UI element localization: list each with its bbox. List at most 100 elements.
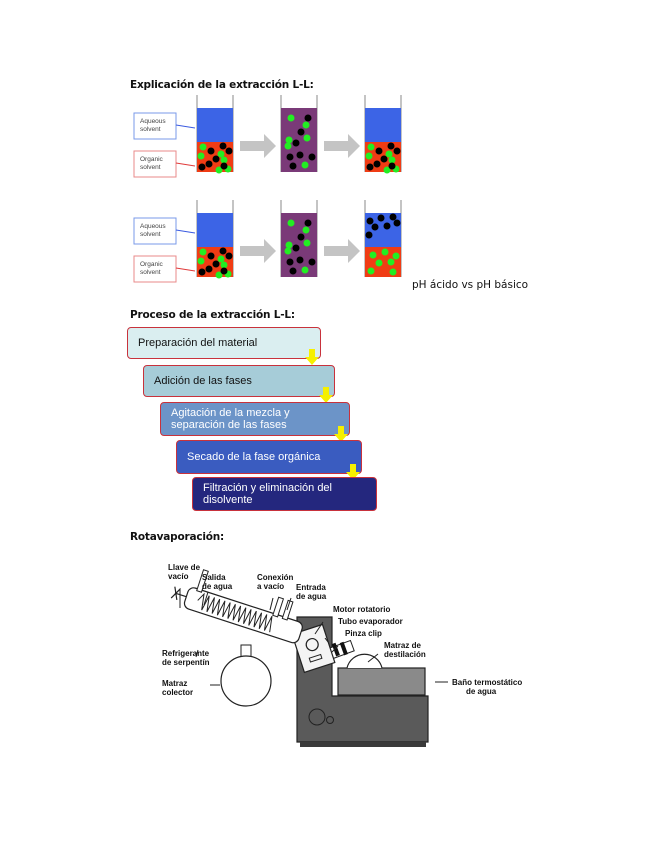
process-step-label: Preparación del material bbox=[138, 337, 258, 349]
process-arrow-0-0 bbox=[240, 134, 276, 158]
solute-black bbox=[296, 151, 304, 159]
label-matraz-colector: colector bbox=[162, 688, 193, 697]
solute-green bbox=[215, 166, 223, 174]
solute-green bbox=[285, 136, 293, 144]
solute-green bbox=[369, 251, 377, 259]
solute-black bbox=[380, 155, 388, 163]
solute-black bbox=[308, 153, 316, 161]
solute-black bbox=[292, 139, 300, 147]
label-conexion-vacio: a vacío bbox=[257, 582, 284, 591]
process-step-4: Secado de la fase orgánica bbox=[176, 440, 362, 474]
solute-black bbox=[286, 258, 294, 266]
solute-green bbox=[199, 248, 207, 256]
solute-black bbox=[207, 252, 215, 260]
process-arrow-1-1 bbox=[324, 239, 360, 263]
label-refrigerante: de serpentín bbox=[162, 658, 210, 667]
solute-black bbox=[205, 160, 213, 168]
label-text: Organic bbox=[140, 156, 164, 163]
solute-green bbox=[284, 247, 292, 255]
solute-black bbox=[371, 223, 379, 231]
solute-green bbox=[284, 142, 292, 150]
solute-black bbox=[304, 219, 312, 227]
label-text: Organic bbox=[140, 261, 164, 268]
solute-green bbox=[385, 150, 393, 158]
solute-black bbox=[365, 231, 373, 239]
process-step-label: Secado de la fase orgánica bbox=[187, 451, 321, 463]
beaker-1-2 bbox=[364, 200, 402, 277]
solute-green bbox=[302, 121, 310, 129]
solute-black bbox=[389, 213, 397, 221]
solute-black bbox=[387, 142, 395, 150]
solute-black bbox=[308, 258, 316, 266]
label-entrada-agua: de agua bbox=[296, 592, 327, 601]
label-text: solvent bbox=[140, 231, 161, 238]
solute-black bbox=[297, 128, 305, 136]
solute-black bbox=[383, 222, 391, 230]
solute-black bbox=[296, 256, 304, 264]
process-step-3: Agitación de la mezcla y separación de l… bbox=[160, 402, 350, 436]
solute-green bbox=[392, 252, 400, 260]
solute-black bbox=[377, 214, 385, 222]
ph-caption: pH ácido vs pH básico bbox=[412, 279, 529, 291]
solute-green bbox=[217, 150, 225, 158]
solute-black bbox=[205, 265, 213, 273]
process-step-label: Agitación de la mezcla y separación de l… bbox=[171, 407, 290, 431]
water-bath bbox=[337, 667, 426, 696]
label-refrigerante: Refrigerante bbox=[162, 649, 210, 658]
aqueous-phase bbox=[197, 108, 233, 142]
beaker-0-1 bbox=[280, 95, 318, 172]
solute-black bbox=[289, 162, 297, 170]
label-llave-vacio: Llave de bbox=[168, 563, 201, 572]
solute-green bbox=[367, 267, 375, 275]
solute-black bbox=[225, 252, 233, 260]
label-llave-vacio: vacío bbox=[168, 572, 189, 581]
solute-green bbox=[302, 226, 310, 234]
solute-green bbox=[220, 261, 228, 269]
solute-black bbox=[219, 247, 227, 255]
solute-green bbox=[197, 152, 205, 160]
solute-black bbox=[225, 147, 233, 155]
down-arrow-icon bbox=[334, 426, 348, 442]
solute-black bbox=[212, 260, 220, 268]
label-entrada-agua: Entrada bbox=[296, 583, 326, 592]
solute-black bbox=[220, 267, 228, 275]
extraction-diagram: AqueoussolventOrganicsolventAqueoussolve… bbox=[133, 95, 402, 283]
solute-black bbox=[393, 147, 401, 155]
down-arrow-icon bbox=[319, 387, 333, 403]
solute-green bbox=[301, 161, 309, 169]
process-step-5: Filtración y eliminación del disolvente bbox=[192, 477, 377, 511]
solute-black bbox=[198, 163, 206, 171]
process-step-1: Preparación del material bbox=[127, 327, 321, 359]
solute-green bbox=[217, 255, 225, 263]
beaker-0-0 bbox=[196, 95, 234, 174]
solute-green bbox=[387, 258, 395, 266]
solute-green bbox=[389, 268, 397, 276]
solute-green bbox=[215, 271, 223, 279]
solute-black bbox=[375, 147, 383, 155]
label-text: Aqueous bbox=[140, 223, 166, 230]
label-bano-termostatico: de agua bbox=[466, 687, 497, 696]
process-arrow-0-1 bbox=[324, 134, 360, 158]
label-matraz-destilacion: Matraz de bbox=[384, 641, 421, 650]
organic-pointer bbox=[175, 267, 196, 272]
leader-lines bbox=[179, 590, 448, 686]
solute-black bbox=[393, 219, 401, 227]
label-text: solvent bbox=[140, 164, 161, 171]
solute-black bbox=[219, 142, 227, 150]
aqueous-phase bbox=[197, 213, 233, 247]
solute-black bbox=[198, 268, 206, 276]
beaker-0-2 bbox=[364, 95, 402, 174]
solute-green bbox=[375, 259, 383, 267]
solute-green bbox=[301, 266, 309, 274]
solute-green bbox=[381, 248, 389, 256]
solute-black bbox=[297, 233, 305, 241]
aqueous-pointer bbox=[175, 124, 196, 129]
label-motor-rotatorio: Motor rotatorio bbox=[333, 605, 390, 614]
solute-green bbox=[287, 219, 295, 227]
process-step-label: Adición de las fases bbox=[154, 375, 252, 387]
process-step-2: Adición de las fases bbox=[143, 365, 335, 397]
label-matraz-destilacion: destilación bbox=[384, 650, 426, 659]
solute-green bbox=[220, 156, 228, 164]
